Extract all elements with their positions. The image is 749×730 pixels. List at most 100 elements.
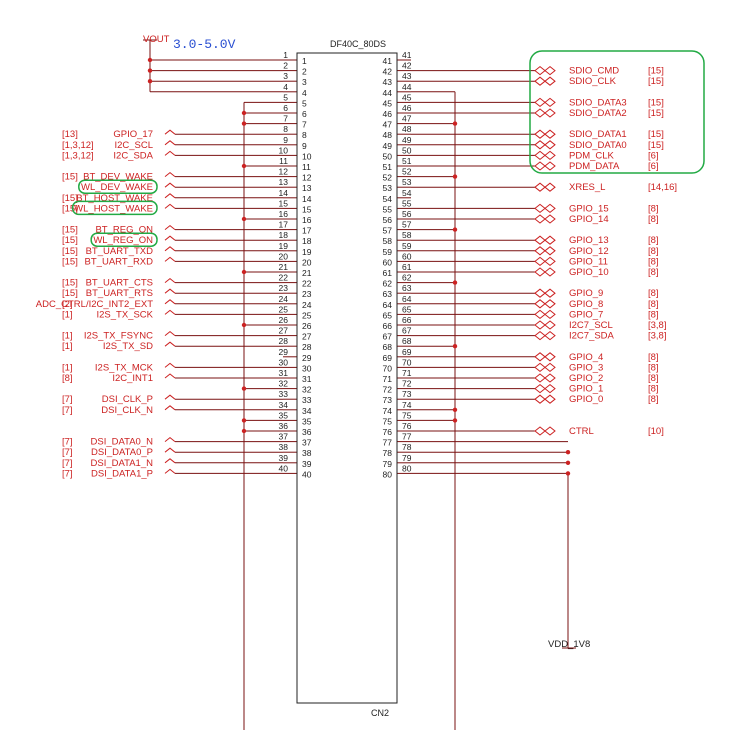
off-page-connector xyxy=(534,108,556,118)
highlights-layer xyxy=(71,179,158,247)
pin-number-inner: 68 xyxy=(383,342,393,352)
off-page-connector xyxy=(534,394,556,404)
pin-number-outer: 75 xyxy=(402,410,412,420)
net-sheet-reference: [7] xyxy=(62,468,73,479)
net-label: WL_HOST_WAKE xyxy=(74,203,153,214)
pin-number-inner: 74 xyxy=(383,406,393,416)
net-sheet-reference: [15] xyxy=(62,278,78,289)
pin-number-inner: 47 xyxy=(383,120,393,130)
net-sheet-reference: [8] xyxy=(648,288,659,299)
pin-number-inner: 77 xyxy=(383,438,393,448)
pin-number-inner: 27 xyxy=(302,332,312,342)
pin-number-outer: 77 xyxy=(402,432,412,442)
net-label: CTRL xyxy=(569,426,594,437)
net-sheet-reference: [7] xyxy=(62,405,73,416)
net-label: I2C_SCL xyxy=(114,140,153,151)
net-sheet-reference: [15] xyxy=(62,246,78,257)
net-label: GPIO_12 xyxy=(569,246,609,257)
pin-number-inner: 15 xyxy=(302,204,312,214)
pin-number-outer: 76 xyxy=(402,421,412,431)
pin-number-outer: 59 xyxy=(402,241,412,251)
junction-dot xyxy=(452,227,458,232)
net-sheet-reference: [8] xyxy=(648,235,659,246)
net-label: GPIO_0 xyxy=(569,394,603,405)
net-sheet-reference: [8] xyxy=(648,246,659,257)
net-sheet-reference: [10] xyxy=(648,426,664,437)
pin-number-outer: 8 xyxy=(283,124,288,134)
net-flags-layer xyxy=(164,65,556,474)
off-page-connector xyxy=(534,256,556,267)
junction-dot xyxy=(565,460,571,465)
net-sheet-reference: [8] xyxy=(648,362,659,373)
net-sheet-reference: [8] xyxy=(648,299,659,310)
off-page-connector xyxy=(164,150,176,156)
pin-number-inner: 51 xyxy=(383,162,393,172)
junction-dot xyxy=(241,428,247,434)
net-sheet-reference: [8] xyxy=(648,384,659,395)
junction-dot xyxy=(452,344,458,349)
pin-number-outer: 15 xyxy=(279,198,289,208)
net-label: BT_UART_CTS xyxy=(86,278,153,289)
net-sheet-reference: [3,8] xyxy=(648,331,667,342)
junction-dot xyxy=(452,280,458,285)
pin-number-outer: 71 xyxy=(402,368,412,378)
net-label: GPIO_7 xyxy=(569,309,603,320)
pin-number-outer: 33 xyxy=(279,389,289,399)
off-page-connector xyxy=(534,373,556,383)
pin-number-inner: 56 xyxy=(383,215,393,225)
junction-dot xyxy=(565,450,571,455)
junction-dot xyxy=(241,121,247,126)
net-label: WL_REG_ON xyxy=(93,235,153,246)
net-sheet-reference: [1] xyxy=(62,362,73,373)
net-sheet-reference: [15] xyxy=(648,108,664,119)
pin-number-inner: 61 xyxy=(383,268,393,278)
pin-number-inner: 80 xyxy=(383,469,393,479)
off-page-connector xyxy=(164,203,176,209)
net-label: GPIO_2 xyxy=(569,373,603,384)
net-sheet-reference: [1,3,12] xyxy=(62,140,94,151)
pin-number-inner: 7 xyxy=(302,120,307,130)
pin-number-outer: 54 xyxy=(402,188,412,198)
pin-number-outer: 19 xyxy=(279,241,289,251)
pin-number-outer: 2 xyxy=(283,61,288,71)
net-sheet-reference: [15] xyxy=(648,76,664,87)
junction-dot xyxy=(241,110,247,116)
pin-number-inner: 6 xyxy=(302,109,307,119)
net-label: DSI_DATA1_P xyxy=(91,468,153,479)
junction-dot xyxy=(452,418,458,423)
pin-number-inner: 48 xyxy=(383,130,393,140)
pin-number-outer: 27 xyxy=(279,326,289,336)
off-page-connector xyxy=(534,320,556,330)
net-label: ADC_CTRL/I2C_INT2_EXT xyxy=(36,299,153,310)
pin-number-outer: 37 xyxy=(279,432,289,442)
net-label: DSI_DATA0_N xyxy=(91,437,154,448)
net-label: I2C_SDA xyxy=(113,150,153,161)
vout-range-label: 3.0-5.0V xyxy=(173,37,236,52)
net-label: I2S_TX_FSYNC xyxy=(84,331,153,342)
pin-number-outer: 18 xyxy=(279,230,289,240)
net-sheet-reference: [15] xyxy=(648,140,664,151)
net-sheet-reference: [15] xyxy=(648,97,664,108)
junction-dot xyxy=(241,322,247,328)
net-label: GPIO_10 xyxy=(569,267,609,278)
pin-number-outer: 74 xyxy=(402,400,412,410)
pin-number-inner: 70 xyxy=(383,363,393,373)
pin-number-inner: 18 xyxy=(302,236,312,246)
off-page-connector xyxy=(164,256,176,262)
pin-number-inner: 72 xyxy=(383,385,393,395)
pin-number-inner: 22 xyxy=(302,279,312,289)
vdd-net-name: VDD_1V8 xyxy=(548,639,590,650)
off-page-connector xyxy=(164,224,176,230)
pin-number-outer: 32 xyxy=(279,379,289,389)
pin-number-outer: 67 xyxy=(402,326,412,336)
pin-number-inner: 1 xyxy=(302,56,307,66)
net-label: I2S_TX_SD xyxy=(103,341,153,352)
off-page-connector xyxy=(164,468,176,474)
net-label: I2C7_SDA xyxy=(569,331,615,342)
pin-number-inner: 43 xyxy=(383,77,393,87)
junction-dot xyxy=(452,121,458,126)
pin-number-inner: 17 xyxy=(302,226,312,236)
net-label: GPIO_9 xyxy=(569,288,603,299)
net-sheet-reference: [15] xyxy=(648,66,664,77)
